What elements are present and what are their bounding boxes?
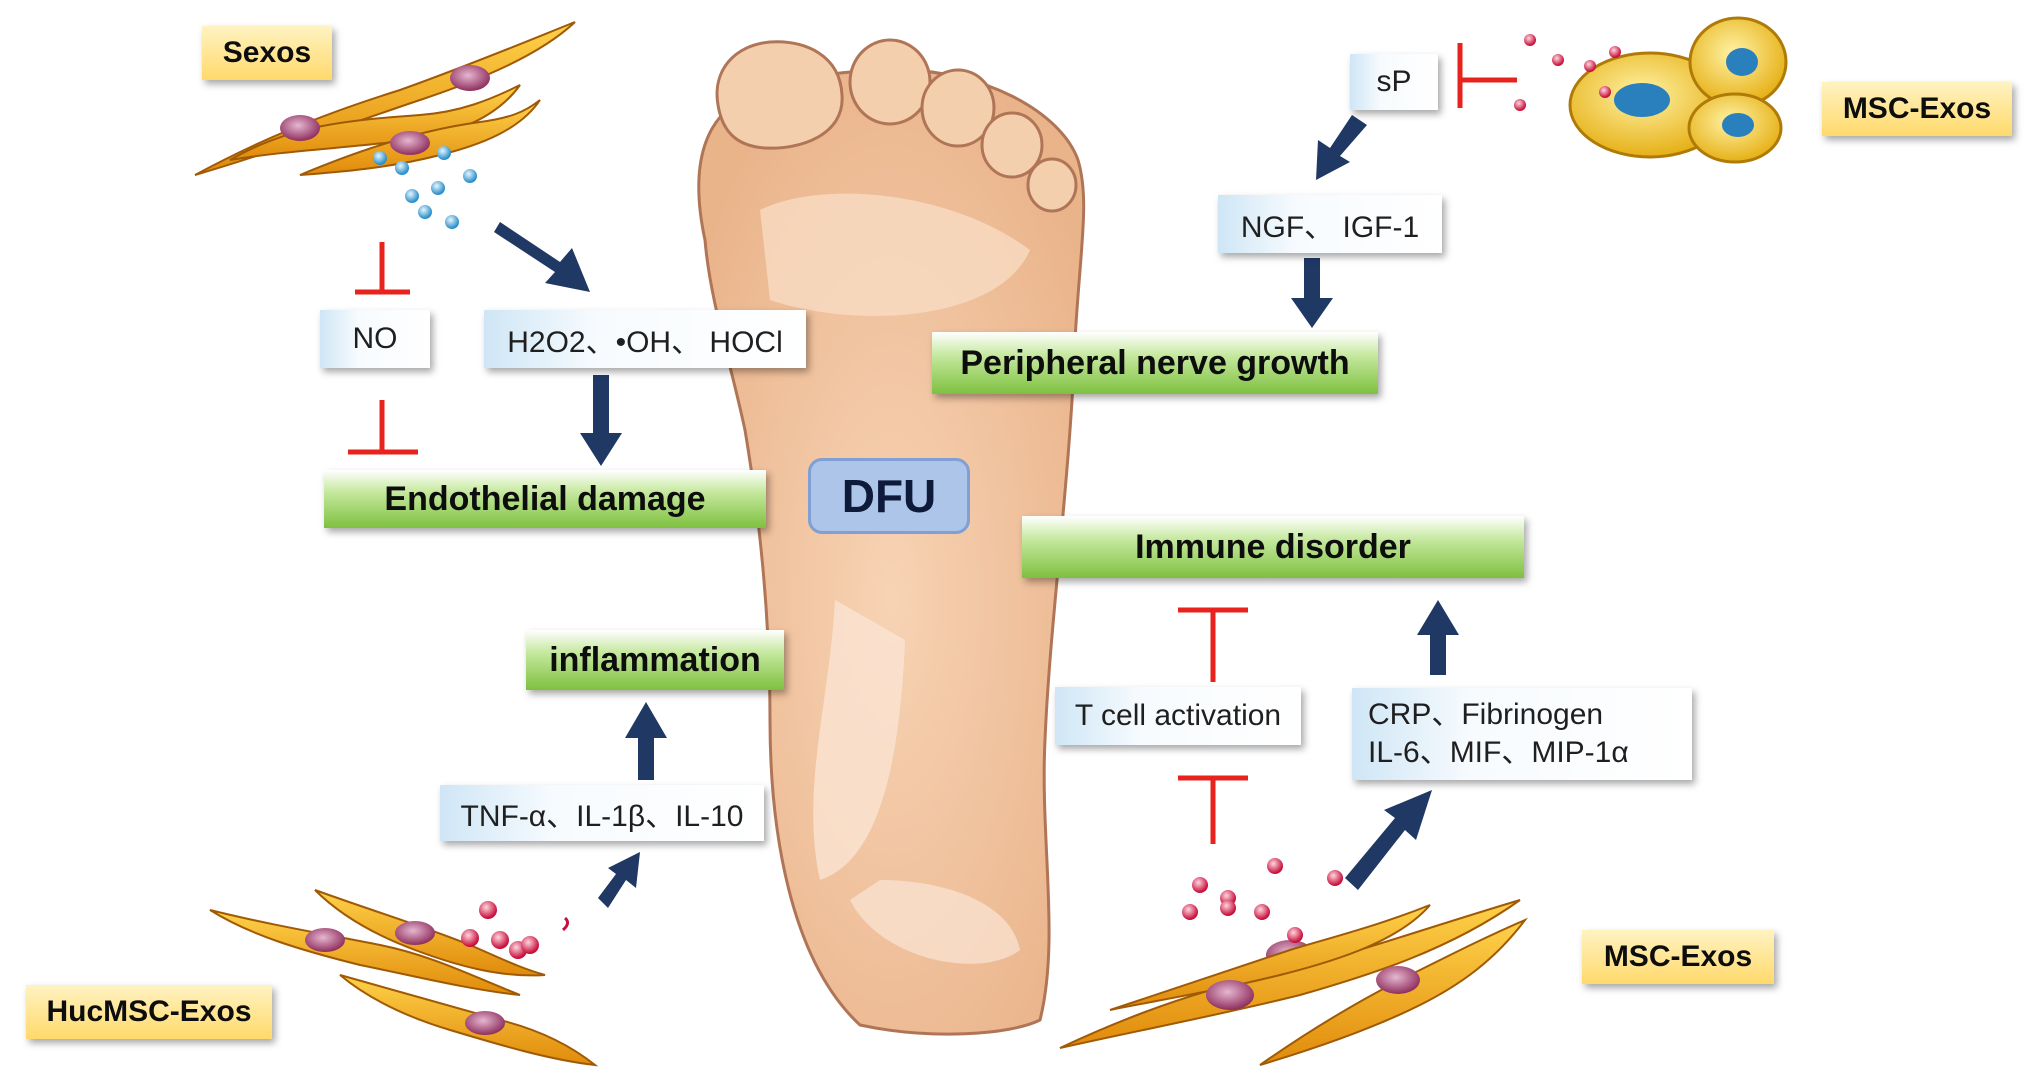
- blue-vesicle: [445, 215, 459, 229]
- red-vesicle: [1552, 54, 1564, 66]
- factor-tcell-activation: T cell activation: [1055, 687, 1301, 745]
- red-vesicle: [491, 931, 509, 949]
- arrow-msc-to-crp: [1345, 790, 1432, 890]
- outcome-immune-disorder: Immune disorder: [1022, 516, 1524, 578]
- blue-vesicle: [463, 169, 477, 183]
- red-vesicle: [1254, 904, 1270, 920]
- arrow-sp-to-ngf: [1316, 115, 1367, 180]
- red-vesicle: [1327, 870, 1343, 886]
- msc-bottom-cells: [1060, 900, 1525, 1065]
- blue-vesicle: [431, 181, 445, 195]
- factor-crp-line2: IL-6、MIF、MIP-1α: [1368, 734, 1629, 772]
- red-vesicle-fragment: [563, 918, 568, 930]
- source-label-msc-exos-bottom: MSC-Exos: [1582, 930, 1774, 984]
- sexos-nucleus-1: [450, 65, 490, 91]
- arrow-crp-to-immune: [1417, 600, 1459, 675]
- blue-vesicle: [418, 205, 432, 219]
- factor-no: NO: [320, 310, 430, 368]
- toe-5: [1028, 159, 1076, 211]
- red-vesicle: [479, 901, 497, 919]
- hucmsc-nucleus-3: [465, 1011, 505, 1035]
- source-label-sexos: Sexos: [202, 26, 332, 80]
- big-toe: [717, 42, 842, 148]
- hucmsc-nucleus-1: [305, 928, 345, 952]
- red-vesicle: [1182, 904, 1198, 920]
- msc-bottom-vesicles: [1182, 858, 1343, 943]
- factor-crp-group: CRP、Fibrinogen IL-6、MIF、MIP-1α: [1352, 688, 1692, 780]
- inhibit-tcell-immune: [1178, 610, 1248, 682]
- red-vesicle: [1514, 99, 1526, 111]
- arrow-hucmsc-to-cytokines: [598, 852, 640, 908]
- blue-vesicle: [373, 151, 387, 165]
- hucmsc-nucleus-2: [395, 921, 435, 945]
- outcome-inflammation: inflammation: [526, 630, 784, 690]
- red-vesicle: [521, 936, 539, 954]
- factor-ngf-igf: NGF、 IGF-1: [1218, 195, 1442, 253]
- center-label-dfu: DFU: [808, 458, 970, 534]
- factor-sp: sP: [1350, 54, 1438, 110]
- arrow-ros-to-endothelial: [580, 375, 622, 466]
- red-vesicle: [1267, 858, 1283, 874]
- arrow-cytokines-to-inflammation: [625, 702, 667, 780]
- outcome-endothelial-damage: Endothelial damage: [324, 470, 766, 528]
- sexos-nucleus-3: [390, 131, 430, 155]
- inhibit-sexos-no: [355, 242, 410, 292]
- factor-crp-line1: CRP、Fibrinogen: [1368, 696, 1603, 734]
- round-nucleus-1: [1614, 83, 1670, 117]
- red-vesicle: [1192, 877, 1208, 893]
- inhibit-msc-tcell: [1178, 778, 1248, 844]
- factor-cytokines: TNF-α、IL-1β、IL-10: [440, 785, 764, 841]
- blue-vesicle: [437, 146, 451, 160]
- red-vesicle: [1287, 927, 1303, 943]
- red-vesicle: [461, 929, 479, 947]
- source-label-msc-exos-top: MSC-Exos: [1822, 82, 2012, 136]
- blue-vesicle: [405, 189, 419, 203]
- inhibit-msc-sp: [1460, 43, 1517, 108]
- round-nucleus-3: [1722, 113, 1754, 137]
- source-label-hucmsc-exos: HucMSC-Exos: [26, 985, 272, 1039]
- red-vesicle: [1609, 46, 1621, 58]
- msc-nucleus-2: [1206, 980, 1254, 1010]
- red-vesicle: [1599, 86, 1611, 98]
- red-vesicle: [1220, 900, 1236, 916]
- sexos-nucleus-2: [280, 115, 320, 141]
- inhibit-no-endothelial: [348, 400, 418, 452]
- arrow-sexos-to-ros: [494, 222, 590, 292]
- msc-nucleus-3: [1376, 966, 1420, 994]
- outcome-peripheral-nerve-growth: Peripheral nerve growth: [932, 332, 1378, 394]
- red-vesicle: [1584, 60, 1596, 72]
- factor-ros: H2O2、•OH、 HOCl: [484, 310, 806, 368]
- toe-2: [850, 40, 930, 124]
- round-nucleus-2: [1726, 48, 1758, 76]
- arrow-ngf-to-nerve: [1291, 258, 1333, 328]
- blue-vesicle: [395, 161, 409, 175]
- red-vesicle: [1524, 34, 1536, 46]
